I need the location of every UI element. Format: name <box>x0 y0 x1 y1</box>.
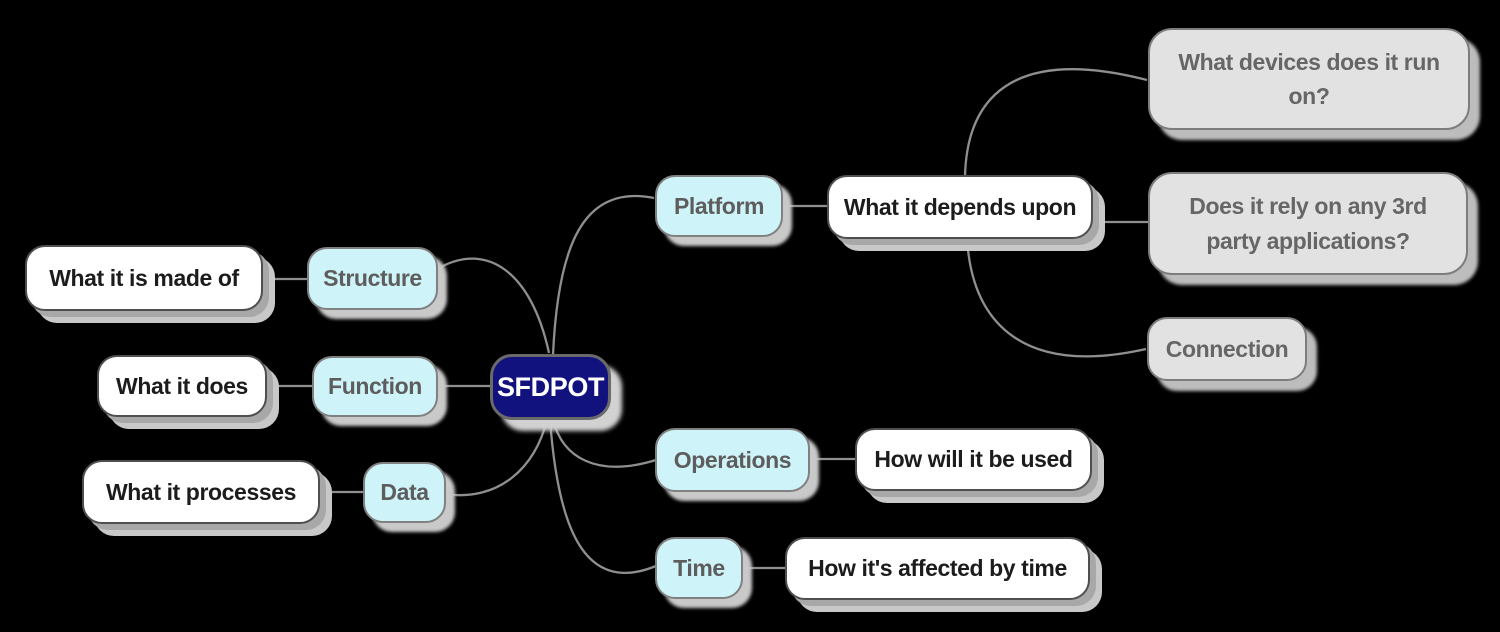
node-time[interactable]: Time <box>655 537 743 599</box>
connector-structure-root <box>440 257 551 354</box>
node-how-affected-by-time[interactable]: How it's affected by time <box>785 537 1090 600</box>
connector-root-time <box>548 418 657 574</box>
node-label: Time <box>673 554 725 581</box>
node-label: Operations <box>673 446 792 473</box>
node-label: What it does <box>116 372 248 399</box>
node-label: Data <box>380 479 429 506</box>
node-sfdpot-root[interactable]: SFDPOT <box>490 354 611 420</box>
node-connection[interactable]: Connection <box>1147 317 1307 381</box>
node-label: How it's affected by time <box>808 555 1067 582</box>
node-structure[interactable]: Structure <box>307 247 438 310</box>
node-label: Connection <box>1165 335 1289 362</box>
node-platform[interactable]: Platform <box>655 175 783 237</box>
node-what-it-is-made-of[interactable]: What it is made of <box>25 245 263 311</box>
node-label: Does it rely on any 3rd party applicatio… <box>1189 193 1427 254</box>
node-what-it-processes[interactable]: What it processes <box>82 460 320 524</box>
node-label: Structure <box>323 265 422 292</box>
node-operations[interactable]: Operations <box>655 428 810 492</box>
node-label: What it depends upon <box>843 193 1077 220</box>
node-what-it-depends-upon[interactable]: What it depends upon <box>827 175 1093 239</box>
node-label: SFDPOT <box>496 371 605 402</box>
connector-root-data <box>444 418 549 497</box>
node-label: What it is made of <box>49 264 239 291</box>
connector-depends-devices <box>963 68 1148 177</box>
node-label: What it processes <box>105 478 297 505</box>
node-how-will-it-be-used[interactable]: How will it be used <box>855 428 1092 491</box>
node-data[interactable]: Data <box>363 462 446 523</box>
connector-root-platform <box>551 195 655 356</box>
connector-root-operations <box>551 418 657 468</box>
node-what-it-does[interactable]: What it does <box>97 355 267 417</box>
connector-depends-connection <box>965 237 1147 358</box>
node-label: What devices does it run on? <box>1178 48 1440 110</box>
node-third-party-applications[interactable]: Does it rely on any 3rd party applicatio… <box>1148 172 1468 275</box>
node-label: Function <box>328 373 422 400</box>
node-label: How will it be used <box>874 446 1073 473</box>
node-label: Platform <box>673 192 765 219</box>
node-what-devices-run-on[interactable]: What devices does it run on? <box>1148 28 1470 130</box>
node-function[interactable]: Function <box>312 356 438 417</box>
